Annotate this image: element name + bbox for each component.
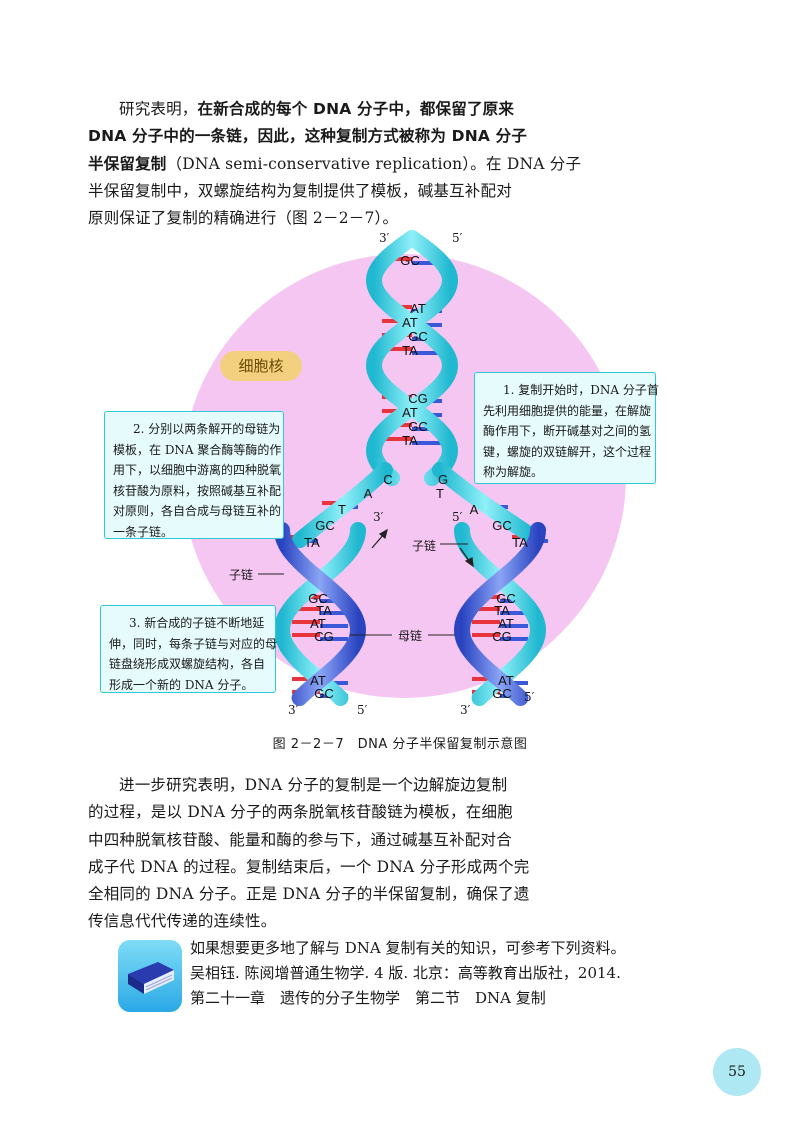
para1-text: 研究表明， xyxy=(119,100,198,118)
para1-text-4: 半保留复制中，双螺旋结构为复制提供了模板，碱基互补配对 xyxy=(88,181,512,200)
unpaired-base-left: C xyxy=(383,472,392,487)
unpaired-base-left: TA xyxy=(304,535,320,550)
synthesis-arrow-right xyxy=(459,547,474,568)
step3-text: 伸，同时，每条子链与对应的母 xyxy=(109,636,278,651)
step3-note: 3. 新合成的子链不断地延 伸，同时，每条子链与对应的母 链盘绕形成双螺旋结构，… xyxy=(100,605,278,693)
base-pair-label: CG xyxy=(408,391,428,406)
base-pair-label: AT xyxy=(310,616,326,631)
book-icon xyxy=(118,940,182,1012)
step2-text: 用下，以细胞中游离的四种脱氧 xyxy=(113,463,282,477)
step2-text: 2. 分别以两条解开的母链为 xyxy=(133,422,281,436)
right-daughter-strand xyxy=(453,522,546,706)
page-number: 55 xyxy=(713,1048,761,1096)
base-pair-label: CG xyxy=(314,629,334,644)
step1-text: 称为解旋。 xyxy=(483,465,544,479)
step2-text: 模板，在 DNA 聚合酶等酶的作 xyxy=(113,442,282,457)
strand-end-3-mid: 3′ xyxy=(373,510,384,524)
para2-text: 进一步研究表明，DNA 分子的复制是一个边解旋边复制 xyxy=(119,776,508,794)
base-pair-label: GC xyxy=(496,591,516,606)
step2-text: 对原则，各自合成与母链互补的 xyxy=(113,504,282,518)
base-pair-label: AT xyxy=(402,405,418,420)
unpaired-base-left: A xyxy=(364,486,373,501)
left-parent-strand xyxy=(273,522,366,706)
base-pair-label: GC xyxy=(400,253,420,268)
intro-paragraph: 研究表明，在新合成的每个 DNA 分子中，都保留了原来 DNA 分子中的一条链，… xyxy=(88,96,581,232)
step3-text: 形成一个新的 DNA 分子。 xyxy=(109,677,254,692)
term-semi-conservative: 半保留复制 xyxy=(88,154,167,173)
base-pair-label: GC xyxy=(408,329,428,344)
unpaired-base-left: T xyxy=(338,502,346,517)
para2-text: 全相同的 DNA 分子。正是 DNA 分子的半保留复制，确保了遗 xyxy=(88,885,530,904)
step1-text: 1. 复制开始时，DNA 分子首 xyxy=(503,383,659,397)
step1-note: 1. 复制开始时，DNA 分子首 先利用细胞提供的能量，在解旋 酶作用下，断开碱… xyxy=(474,372,659,484)
unpaired-base-left: GC xyxy=(315,518,335,533)
base-pair-label: TA xyxy=(316,603,332,618)
strand-end-5-bottom-left: 5′ xyxy=(357,703,368,717)
para1-bold-text-2: DNA 分子中的一条链，因此，这种复制方式被称为 DNA 分子 xyxy=(88,127,528,146)
synthesis-arrow-left xyxy=(371,528,388,549)
dna-strands xyxy=(273,230,547,706)
figure-caption: 图 2－2－7 DNA 分子半保留复制示意图 xyxy=(272,737,528,752)
unpaired-base-right: A xyxy=(470,502,479,517)
left-daughter-strand xyxy=(274,522,367,706)
para2-text: 传信息代代传递的连续性。 xyxy=(88,912,277,931)
base-pair-label: GC xyxy=(492,686,512,701)
para1-text-3: （DNA semi-conservative replication）。在 DN… xyxy=(166,154,582,173)
strand-end-3-top: 3′ xyxy=(379,231,390,245)
step1-text: 键，螺旋的双链解开，这个过程 xyxy=(483,444,652,459)
daughter-strand-label-left: 子链 xyxy=(229,568,254,582)
parent-strand-b xyxy=(365,230,458,486)
base-pair-label: AT xyxy=(310,673,326,688)
base-pair-label: GC xyxy=(308,591,328,606)
base-pair-label: TA xyxy=(494,603,510,618)
reference-intro: 如果想要更多地了解与 DNA 复制有关的知识，可参考下列资料。 xyxy=(190,939,626,957)
strand-end-5-mid: 5′ xyxy=(452,510,463,524)
step3-text: 3. 新合成的子链不断地延 xyxy=(129,616,265,630)
para2-text: 中四种脱氧核苷酸、能量和酶的参与下，通过碱基互补配对合 xyxy=(88,830,512,849)
base-pair-label: CG xyxy=(492,629,512,644)
step3-text: 链盘绕形成双螺旋结构，各自 xyxy=(109,657,266,671)
base-pair-label: AT xyxy=(498,673,514,688)
further-reading: 如果想要更多地了解与 DNA 复制有关的知识，可参考下列资料。 吴相钰. 陈阅增… xyxy=(190,936,626,1011)
para2-text: 的过程，是以 DNA 分子的两条脱氧核苷酸链为模板，在细胞 xyxy=(88,803,513,822)
base-pair-label: GC xyxy=(314,686,334,701)
step2-text: 核苷酸为原料，按照碱基互补配 xyxy=(113,483,282,498)
reference-book: 吴相钰. 陈阅增普通生物学. 4 版. 北京：高等教育出版社，2014. xyxy=(190,964,621,982)
second-paragraph: 进一步研究表明，DNA 分子的复制是一个边解旋边复制 的过程，是以 DNA 分子… xyxy=(88,772,530,936)
base-pair-label: TA xyxy=(402,433,418,448)
para1-bold-text: 在新合成的每个 DNA 分子中，都保留了原来 xyxy=(197,100,515,118)
step1-text: 酶作用下，断开碱基对之间的氢 xyxy=(483,424,652,438)
strand-end-5-bottom-right: 5′ xyxy=(524,690,535,704)
right-parent-strand xyxy=(454,522,547,706)
base-letters: GCATATGCTACGATGCTACATGCTAGTAGCTAGCTAATCG… xyxy=(304,253,528,701)
step2-text: 一条子链。 xyxy=(113,524,174,539)
para2-text: 成子代 DNA 的过程。复制结束后，一个 DNA 分子形成两个完 xyxy=(88,857,530,876)
daughter-strand-label-right: 子链 xyxy=(412,539,437,553)
unpaired-base-right: TA xyxy=(512,535,528,550)
para1-text-5: 原则保证了复制的精确进行（图 2－2－7）。 xyxy=(88,209,399,228)
strand-end-3-bottom-right: 3′ xyxy=(460,703,471,717)
parent-strand-label: 母链 xyxy=(398,629,423,643)
base-pair-label: GC xyxy=(408,419,428,434)
base-pair-label: AT xyxy=(402,315,418,330)
parent-strand-right-split xyxy=(432,462,538,543)
parent-strand-left-split xyxy=(292,462,393,548)
nucleus-label: 细胞核 xyxy=(220,351,302,381)
parent-strand-a xyxy=(366,230,459,486)
unpaired-base-right: G xyxy=(438,472,448,487)
base-pair-label: AT xyxy=(498,616,514,631)
step2-note: 2. 分别以两条解开的母链为 模板，在 DNA 聚合酶等酶的作 用下，以细胞中游… xyxy=(104,411,284,539)
step1-text: 先利用细胞提供的能量，在解旋 xyxy=(483,403,652,418)
reference-chapter: 第二十一章 遗传的分子生物学 第二节 DNA 复制 xyxy=(190,989,546,1007)
strand-end-3-bottom-left: 3′ xyxy=(288,703,299,717)
unpaired-base-right: GC xyxy=(492,518,512,533)
unpaired-base-right: T xyxy=(436,486,444,501)
strand-end-5-top: 5′ xyxy=(452,231,463,245)
base-pair-label: AT xyxy=(410,301,426,316)
base-pair-label: TA xyxy=(402,343,418,358)
